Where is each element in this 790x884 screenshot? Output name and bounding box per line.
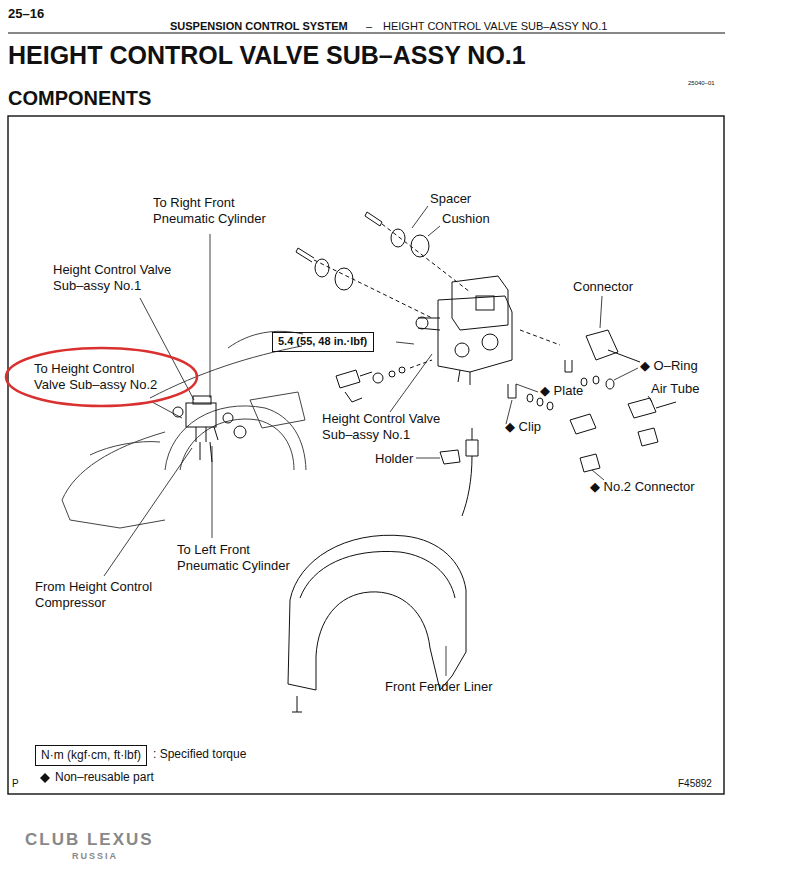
- page-title: HEIGHT CONTROL VALVE SUB–ASSY NO.1: [8, 40, 526, 70]
- left-fittings: [336, 360, 432, 402]
- part-name: From Height Control Compressor: [35, 579, 185, 610]
- highlight-ellipse: To Height Control Valve Sub–assy No.2: [4, 346, 199, 408]
- page-mark: P: [12, 778, 19, 790]
- part-name: To Left Front Pneumatic Cylinder: [177, 542, 307, 573]
- header-rule: [8, 33, 725, 34]
- part-name: ◆ No.2 Connector: [590, 479, 695, 495]
- section-heading: COMPONENTS: [8, 86, 151, 110]
- figure-number: F45892: [678, 778, 712, 790]
- watermark: RUSSIA: [72, 851, 118, 862]
- connector-parts: [508, 330, 676, 472]
- legend-text: Non–reusable part: [55, 770, 154, 784]
- part-name: To Right Front Pneumatic Cylinder: [153, 195, 283, 226]
- node-text: 5.4 (55, 48 in.·lbf): [278, 335, 368, 348]
- header-subject: HEIGHT CONTROL VALVE SUB–ASSY NO.1: [383, 20, 607, 33]
- part-name: Cushion: [442, 211, 490, 227]
- leader-lines: [104, 206, 652, 676]
- part-name: Spacer: [430, 191, 471, 207]
- doc-code: 25040–01: [688, 80, 715, 87]
- part-name: ◆ Plate: [540, 383, 583, 399]
- part-name: ◆ O–Ring: [640, 358, 698, 374]
- part-name: Connector: [573, 279, 633, 295]
- header-dash: –: [366, 20, 372, 33]
- node-text: N·m (kgf·cm, ft·lbf): [41, 748, 141, 762]
- node-text: To Height Control Valve Sub–assy No.2: [34, 361, 169, 392]
- section-header: SUSPENSION CONTROL SYSTEM: [170, 20, 348, 33]
- part-name: Height Control Valve Sub–assy No.1: [322, 411, 472, 442]
- part-name: Height Control Valve Sub–assy No.1: [53, 262, 198, 293]
- valve-exploded: [416, 276, 560, 385]
- part-name: Front Fender Liner: [385, 679, 493, 695]
- holder-wire: [440, 428, 478, 516]
- part-name: Air Tube: [651, 381, 699, 397]
- figure-frame: [8, 116, 724, 794]
- legend-diamond: [40, 773, 50, 783]
- part-name: Holder: [375, 451, 413, 467]
- legend-text: : Specified torque: [153, 747, 246, 761]
- watermark: CLUB LEXUS: [25, 830, 154, 850]
- bolts-spacers: [296, 212, 470, 318]
- part-name: ◆ Clip: [505, 419, 541, 435]
- torque-box: 5.4 (55, 48 in.·lbf): [272, 332, 374, 352]
- vehicle-view: [62, 331, 306, 528]
- legend-torque-box: N·m (kgf·cm, ft·lbf): [35, 745, 147, 766]
- red-circle: [6, 348, 197, 406]
- page-number: 25–16: [8, 6, 44, 22]
- valve-installed: [173, 396, 246, 462]
